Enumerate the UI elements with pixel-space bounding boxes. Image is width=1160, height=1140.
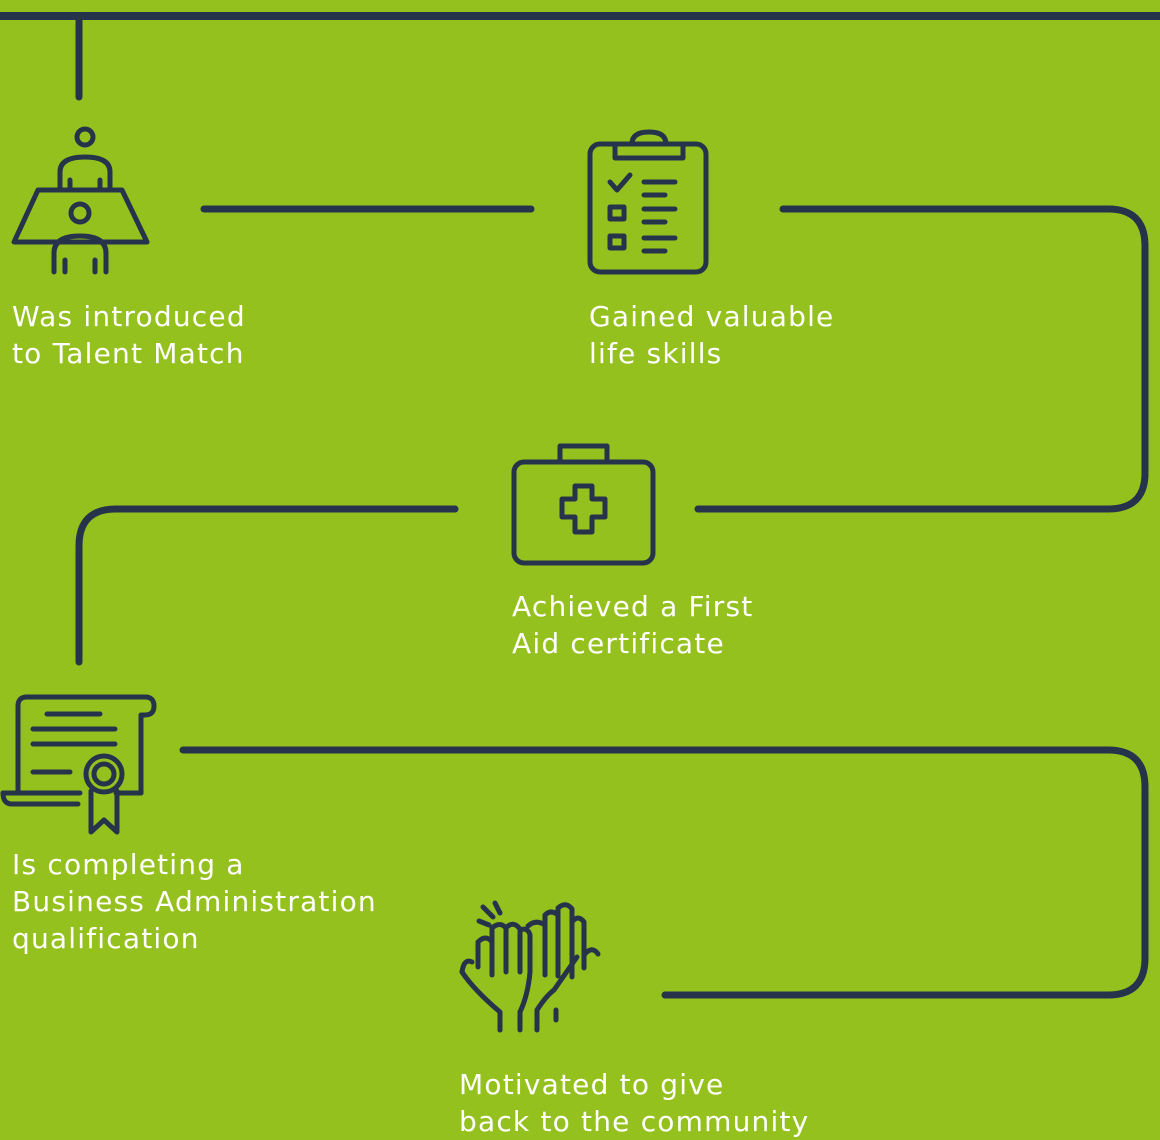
step-1-label: Was introduced to Talent Match	[12, 300, 246, 370]
step-4-label: Is completing a Business Administration …	[12, 848, 377, 955]
step-3-label: Achieved a First Aid certificate	[512, 590, 754, 660]
certificate-icon	[0, 694, 157, 835]
meeting-icon	[11, 126, 150, 275]
journey-path	[0, 12, 1160, 999]
high-five-icon	[459, 900, 601, 1033]
step-5-label: Motivated to give back to the community	[459, 1068, 810, 1138]
step-2-label: Gained valuable life skills	[589, 300, 835, 370]
connector-2	[694, 205, 1149, 513]
first-aid-kit-icon	[511, 443, 656, 566]
connector-3	[75, 505, 459, 666]
clipboard-checklist-icon	[587, 129, 709, 275]
connector-4	[179, 746, 1149, 999]
